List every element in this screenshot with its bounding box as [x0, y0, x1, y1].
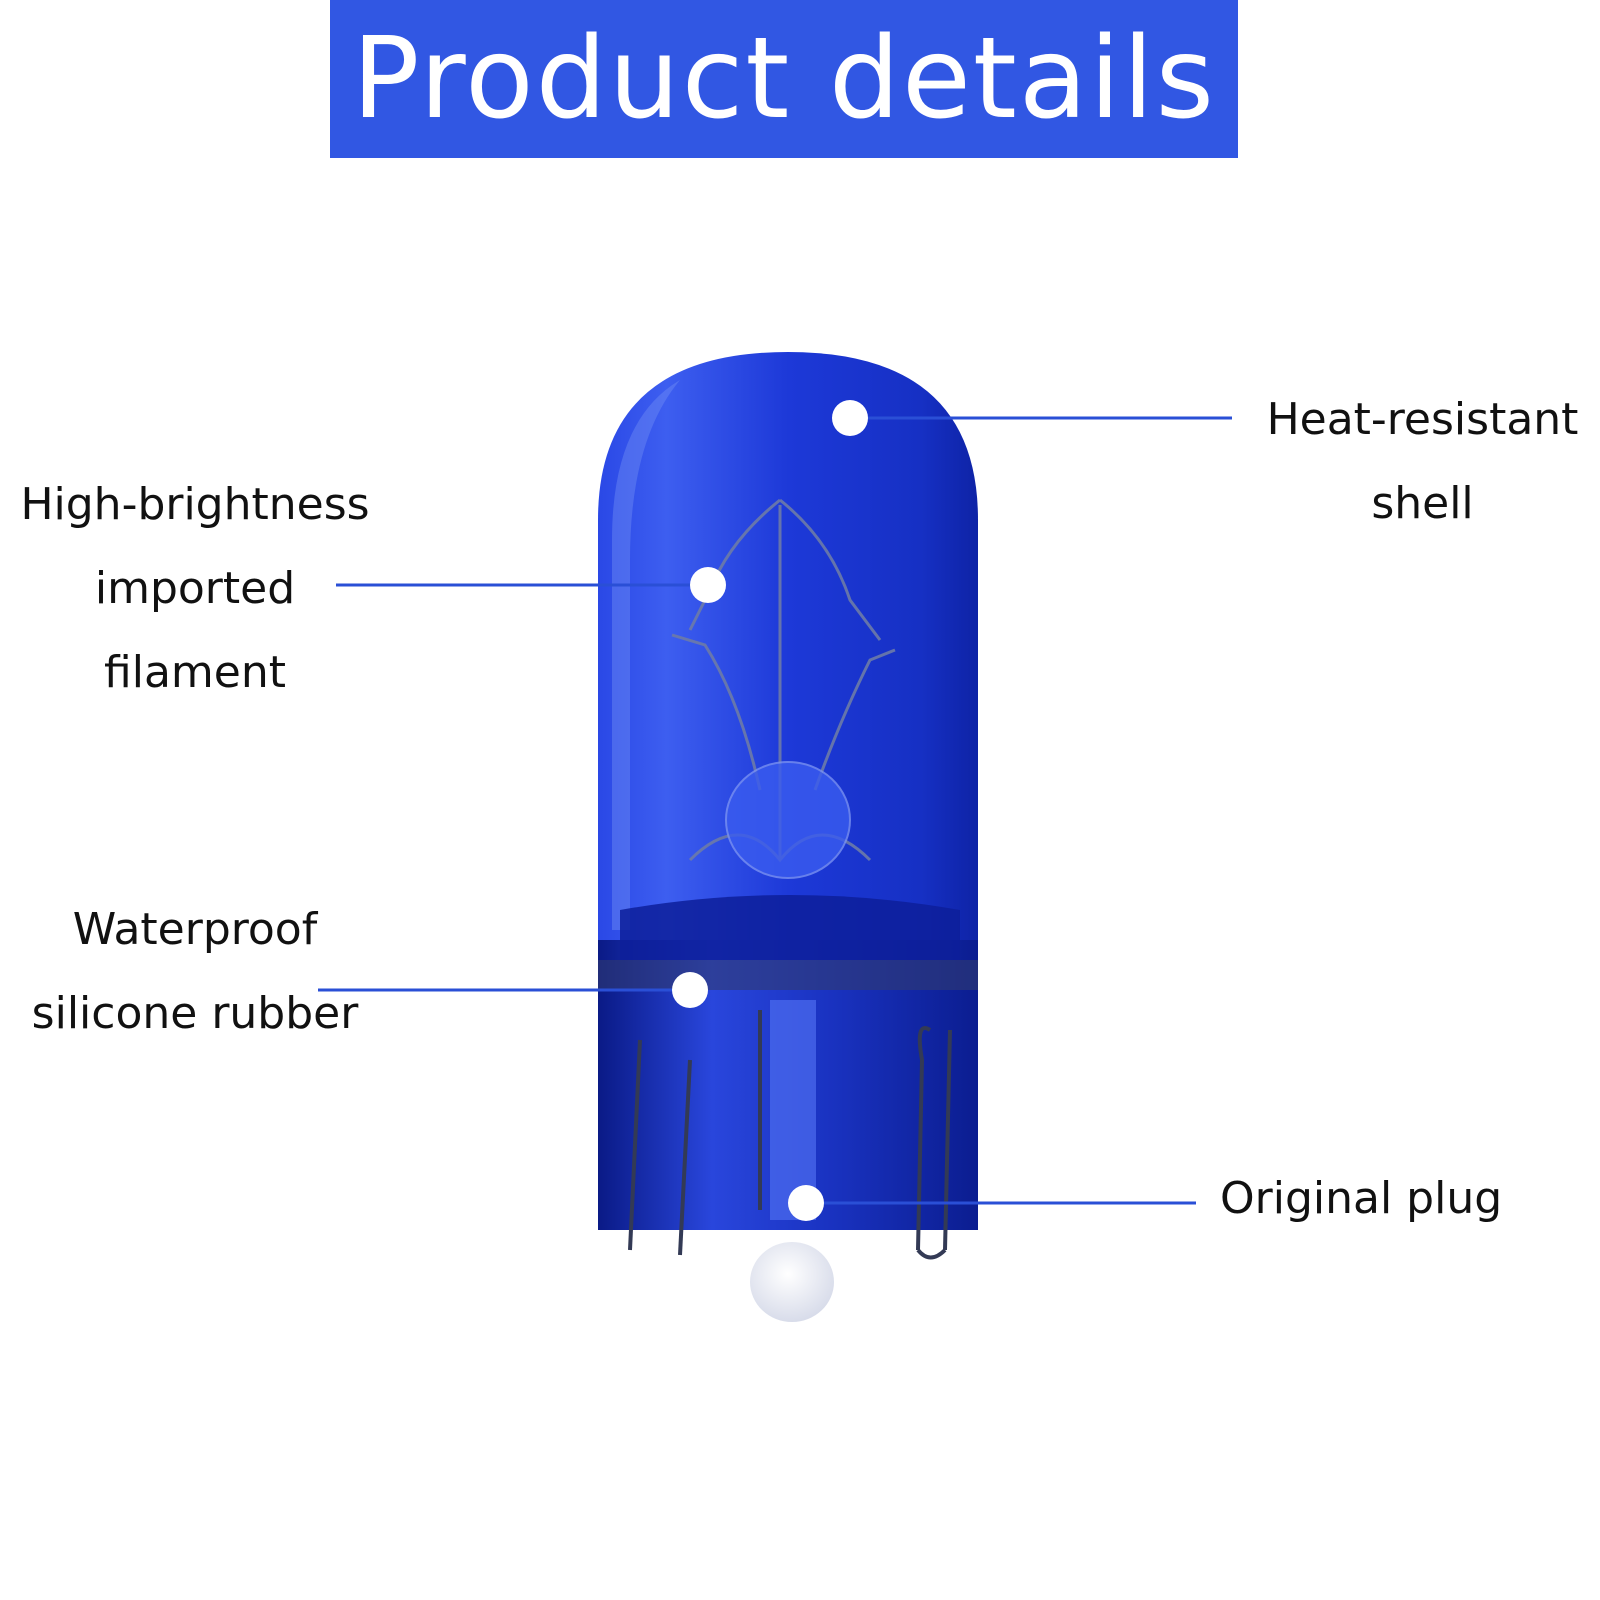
bulb-tip [750, 1242, 834, 1322]
filament-label-line3: filament [104, 647, 286, 698]
filament-label-line1: High-brightness [20, 479, 370, 530]
contact-wires-icon [628, 1010, 952, 1260]
callout-dot-plug [788, 1185, 824, 1221]
glass-highlight [612, 380, 680, 930]
shell-label-line1: Heat-resistant [1266, 394, 1579, 445]
filament-label-line2: imported [94, 563, 296, 614]
callout-dot-shell [832, 400, 868, 436]
glass-bead [725, 761, 851, 879]
page-title: Product details [352, 14, 1216, 144]
plug-label: Original plug [1220, 1157, 1520, 1241]
shell-label-line2: shell [1371, 478, 1474, 529]
filament-label: High-brightness imported filament [0, 463, 390, 715]
title-banner: Product details [330, 0, 1238, 158]
plug-label-line1: Original plug [1220, 1173, 1503, 1224]
rubber-label: Waterproof silicone rubber [0, 888, 390, 1056]
rubber-label-line2: silicone rubber [31, 988, 359, 1039]
shell-label: Heat-resistant shell [1250, 378, 1595, 546]
rubber-label-line1: Waterproof [72, 904, 318, 955]
callout-dot-rubber [672, 972, 708, 1008]
bulb-glass [598, 352, 978, 960]
callout-dot-filament [690, 567, 726, 603]
